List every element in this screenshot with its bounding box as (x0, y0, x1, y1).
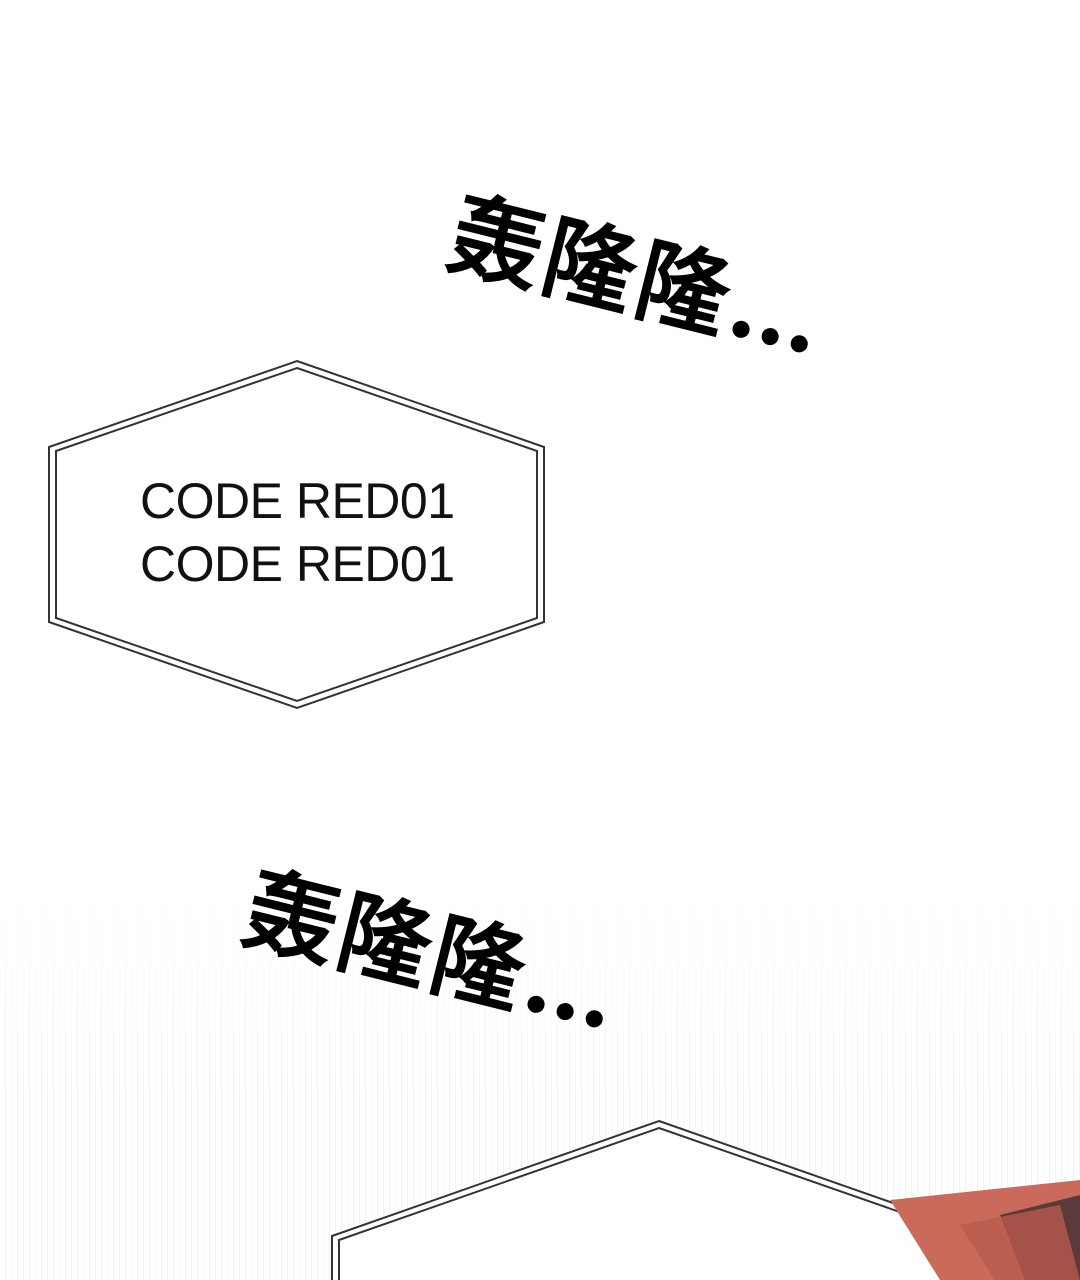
lower-hexagon-panel (331, 1119, 988, 1280)
figure-corner-art (890, 1180, 1080, 1280)
caption-line-2: CODE RED01 (140, 536, 455, 592)
caption-hexagon (48, 359, 545, 710)
caption-line-1: CODE RED01 (140, 473, 455, 529)
caption-text: CODE RED01 CODE RED01 (140, 470, 480, 596)
